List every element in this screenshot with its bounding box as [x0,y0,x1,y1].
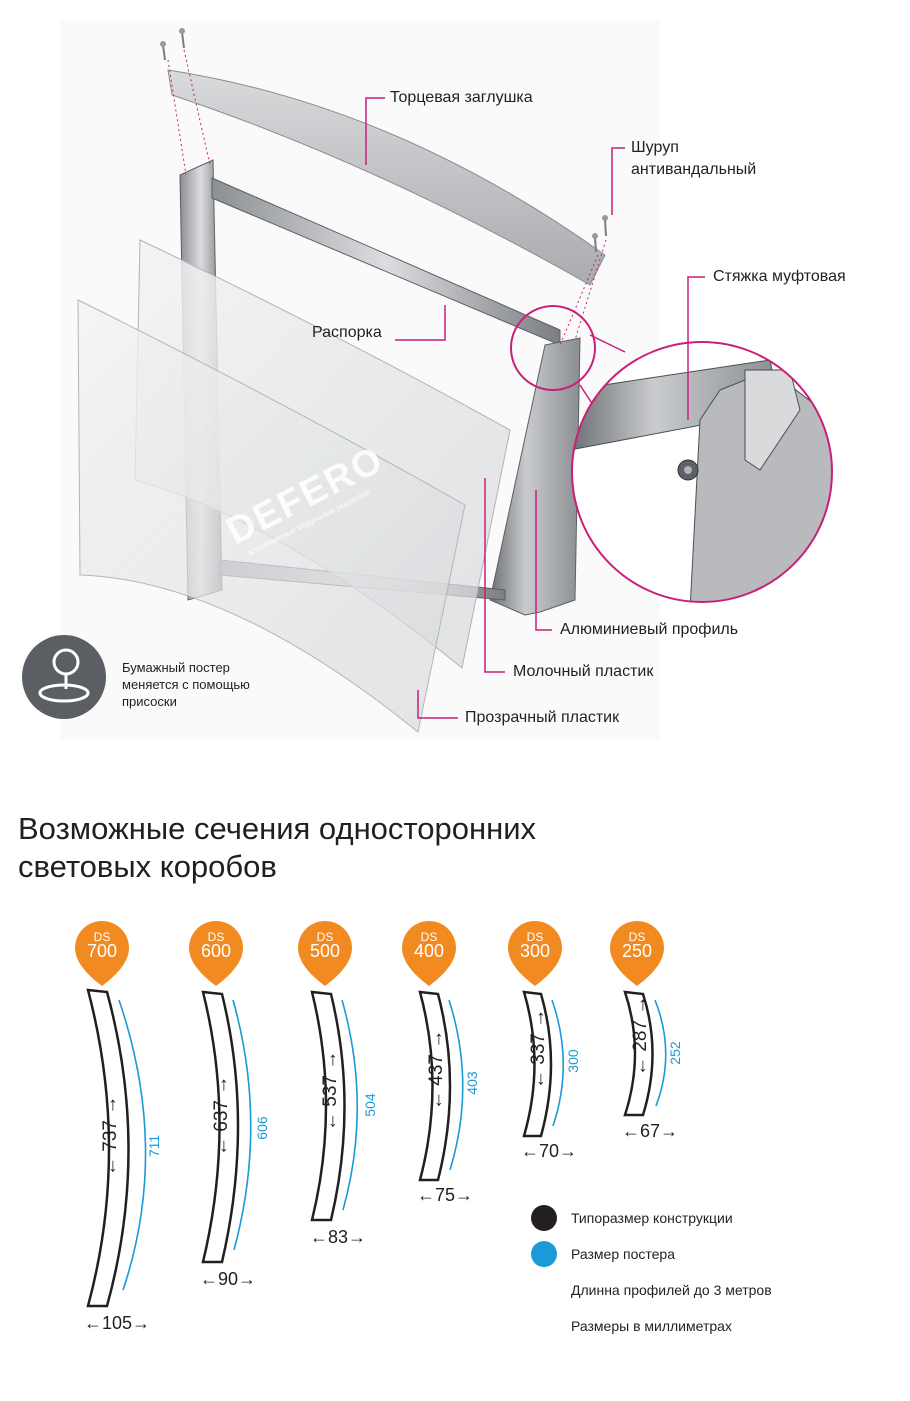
profile-sections [86,988,667,1308]
width-ds700: ←105→ [84,1313,151,1333]
zoom-detail [572,342,832,602]
width-value: 70 [539,1141,560,1161]
ds-label: DS [207,930,225,944]
poster-ds400: 403 [464,1071,480,1095]
width-ds400: ←75→ [417,1185,474,1205]
poster-line-ds250 [654,999,667,1107]
height-ds400: ← 437 → [426,1029,447,1110]
ds-badge-600: DS 600 [189,925,243,991]
label-milky-plastic: Молочный пластик [513,663,654,680]
poster-line-ds700 [118,999,147,1291]
clear-plastic-sheet [77,299,466,733]
right-profile [489,337,581,616]
height-ds600: ← 637 → [211,1075,232,1156]
height-ds300: ← 337 → [528,1008,549,1089]
legend-dot-construction [531,1205,557,1231]
ds-label: DS [628,930,646,944]
ds-model: 250 [621,941,653,961]
profile-shape-ds700 [86,988,130,1308]
poster-line-ds600 [232,999,252,1251]
width-value: 75 [435,1185,456,1205]
ds-model: 600 [200,941,232,961]
ds-label: DS [316,930,334,944]
poster-line-ds500 [341,999,359,1211]
poster-line-ds400 [448,999,464,1171]
section-title-line2: световых коробов [18,849,277,884]
poster-note-line1: Бумажный постер [122,660,230,675]
end-cap-shape [167,69,606,286]
suction-cup-icon [22,635,106,719]
label-end-cap: Торцевая заглушка [390,89,533,106]
profile-shape-ds500 [310,990,346,1222]
legend-dot-poster [531,1241,557,1267]
ds-badge-300: DS 300 [508,925,562,991]
poster-ds500: 504 [362,1093,378,1117]
ds-badge-400: DS 400 [402,925,456,991]
ds-model: 500 [309,941,341,961]
screw-icons [160,28,608,253]
width-ds250: ←67→ [622,1121,679,1141]
label-screw-1: Шуруп [631,139,679,156]
poster-ds300: 300 [565,1049,581,1073]
width-value: 105 [102,1313,133,1333]
profile-shape-ds300 [522,990,553,1138]
ds-label: DS [526,930,544,944]
ds-model: 300 [519,941,551,961]
ds-badge-250: DS 250 [610,925,664,991]
poster-line-ds300 [551,999,565,1127]
ds-pins [75,920,664,986]
section-title: Возможные сечения односторонних световых… [18,810,536,886]
label-spacer: Распорка [312,324,382,341]
poster-ds700: 711 [146,1134,162,1158]
ds-model: 700 [86,941,118,961]
ds-badge-700: DS 700 [75,925,129,991]
ds-label: DS [420,930,438,944]
height-ds500: ← 537 → [320,1050,341,1131]
label-screw-2: антивандальный [631,161,757,178]
width-value: 90 [218,1269,239,1289]
leader-lines [365,97,705,719]
profile-shape-ds250 [623,990,654,1117]
legend-poster-size: Размер постера [571,1246,675,1262]
height-ds250: ← 287 → [630,995,651,1076]
label-aluminum-profile: Алюминиевый профиль [560,621,739,638]
profile-shape-ds600 [201,990,240,1264]
width-ds600: ←90→ [200,1269,257,1289]
width-ds500: ←83→ [310,1227,367,1247]
poster-ds250: 252 [667,1041,683,1065]
width-value: 83 [328,1227,349,1247]
screw-guides [167,49,607,346]
ds-label: DS [93,930,111,944]
width-ds300: ←70→ [521,1141,578,1161]
height-ds700: ← 737 → [100,1095,121,1176]
label-coupling: Стяжка муфтовая [713,268,846,285]
zoom-ring [571,341,833,603]
section-title-line1: Возможные сечения односторонних [18,811,537,846]
detail-highlight [510,305,596,391]
poster-note-line3: присоски [122,694,177,709]
legend-profile-length: Длинна профилей до 3 метров [571,1282,772,1298]
profile-shape-ds400 [418,990,452,1182]
label-clear-plastic: Прозрачный пластик [465,709,620,726]
poster-ds600: 606 [254,1116,270,1140]
legend-construction-size: Типоразмер конструкции [571,1210,733,1226]
ds-model: 400 [413,941,445,961]
width-value: 67 [640,1121,661,1141]
ds-badge-500: DS 500 [298,925,352,991]
poster-note-line2: меняется с помощью [122,677,250,692]
legend-units: Размеры в миллиметрах [571,1318,732,1334]
